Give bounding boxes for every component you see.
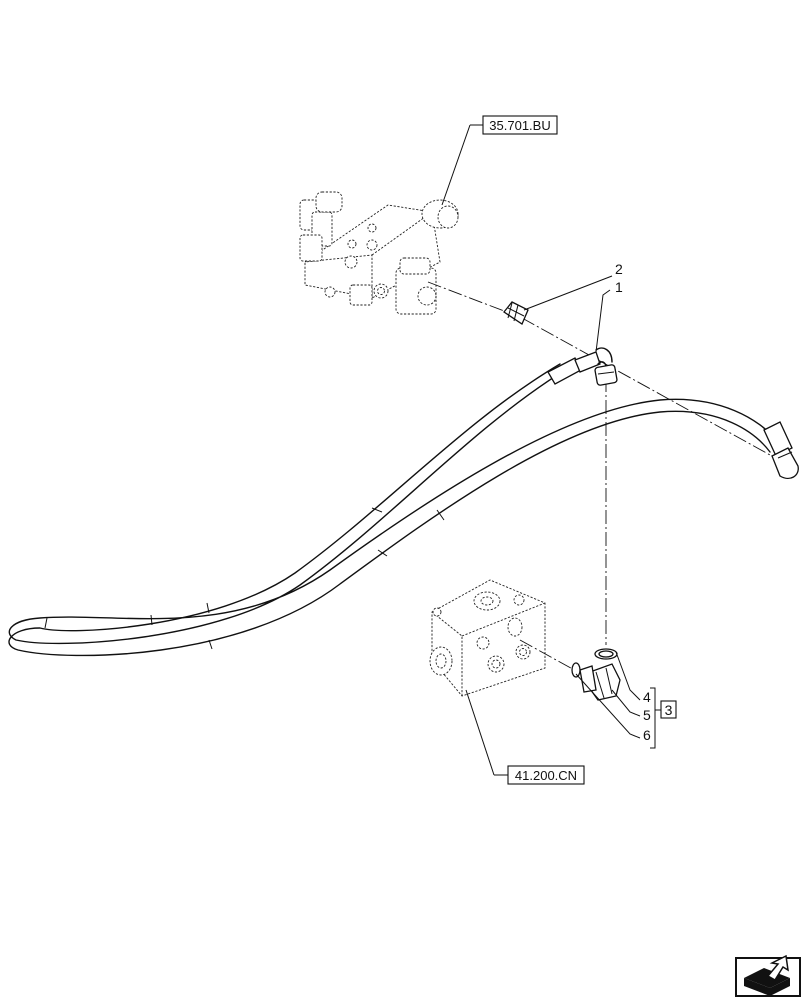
group-bracket — [650, 687, 656, 749]
upper-control-valve — [299, 191, 459, 315]
leader-6 — [575, 673, 641, 739]
reference-41-200-cn-text: 41.200.CN — [515, 768, 577, 783]
hydraulic-hose — [8, 347, 799, 657]
callout-3-box: 3 — [660, 700, 677, 719]
leader-35-701-bu-diag — [441, 124, 471, 206]
callout-1: 1 — [615, 279, 623, 295]
next-page-arrow-icon[interactable] — [735, 954, 801, 997]
elbow-fitting-assembly — [571, 648, 621, 701]
callout-2: 2 — [615, 261, 623, 277]
callout-4: 4 — [643, 689, 651, 705]
callout-5: 5 — [643, 707, 651, 723]
leader-41-200-cn-diag — [465, 689, 495, 776]
leader-5 — [611, 689, 641, 717]
reference-35-701-bu[interactable]: 35.701.BU — [482, 115, 558, 135]
lower-valve-block — [429, 579, 546, 697]
callout-6: 6 — [643, 727, 651, 743]
reference-41-200-cn[interactable]: 41.200.CN — [507, 765, 585, 785]
leader-4 — [615, 651, 641, 701]
centre-lines — [427, 281, 791, 673]
leader-1 — [595, 289, 611, 353]
adapter-fitting — [503, 301, 529, 325]
callout-3: 3 — [665, 702, 673, 718]
reference-35-701-bu-text: 35.701.BU — [489, 118, 550, 133]
leader-2 — [523, 275, 613, 311]
